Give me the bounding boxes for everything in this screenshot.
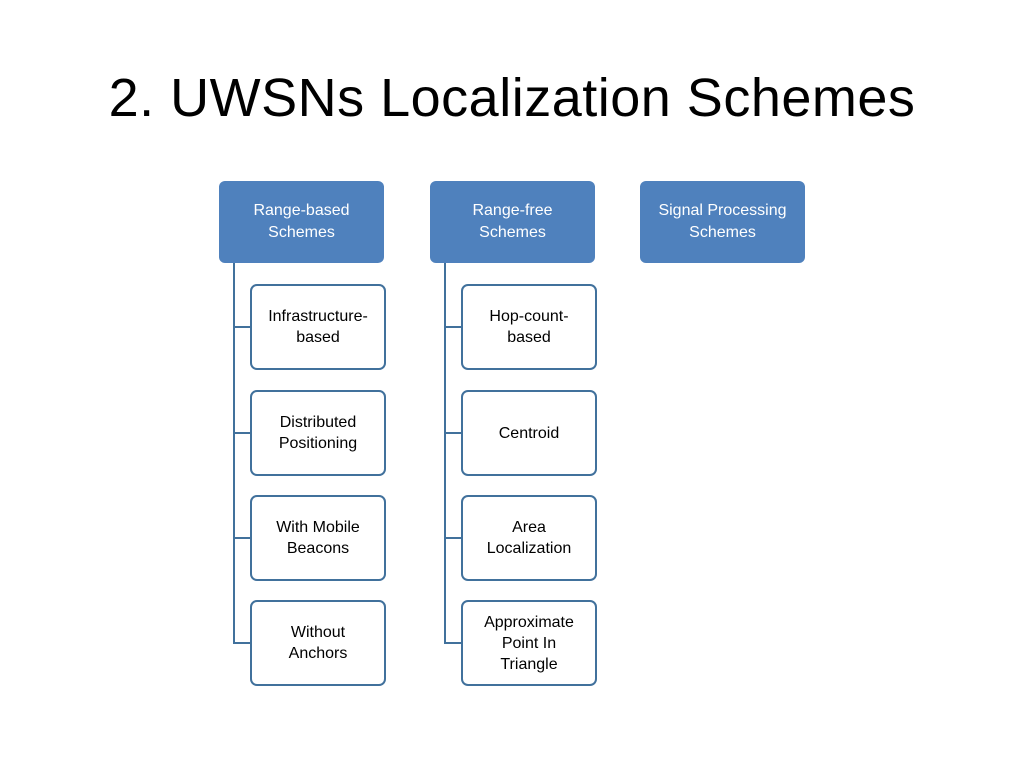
- child-hop-count-based: Hop-count- based: [461, 284, 597, 370]
- header-range-free: Range-free Schemes: [430, 181, 595, 263]
- child-with-mobile-beacons: With Mobile Beacons: [250, 495, 386, 581]
- connector-range-free-trunk: [444, 263, 446, 644]
- connector-range-free-branch-1: [444, 326, 462, 328]
- connector-range-based-trunk: [233, 263, 235, 644]
- connector-range-based-branch-2: [233, 432, 251, 434]
- connector-range-free-branch-4: [444, 642, 462, 644]
- child-distributed-positioning: Distributed Positioning: [250, 390, 386, 476]
- header-signal-processing: Signal Processing Schemes: [640, 181, 805, 263]
- child-centroid: Centroid: [461, 390, 597, 476]
- connector-range-based-branch-4: [233, 642, 251, 644]
- connector-range-based-branch-3: [233, 537, 251, 539]
- connector-range-free-branch-2: [444, 432, 462, 434]
- child-approximate-point-in-triangle: Approximate Point In Triangle: [461, 600, 597, 686]
- child-infrastructure-based: Infrastructure- based: [250, 284, 386, 370]
- connector-range-free-branch-3: [444, 537, 462, 539]
- connector-range-based-branch-1: [233, 326, 251, 328]
- child-without-anchors: Without Anchors: [250, 600, 386, 686]
- slide-title: 2. UWSNs Localization Schemes: [108, 68, 916, 128]
- child-area-localization: Area Localization: [461, 495, 597, 581]
- header-range-based: Range-based Schemes: [219, 181, 384, 263]
